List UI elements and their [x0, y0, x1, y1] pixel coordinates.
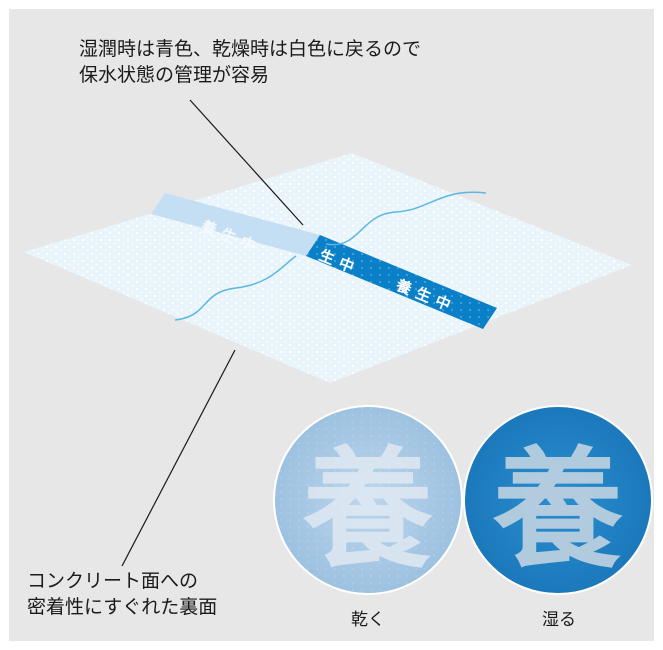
fold-line-left [174, 255, 297, 321]
bottom-caption: コンクリート面への 密着性にすぐれた裏面 [27, 568, 217, 620]
dry-state-label: 乾く [351, 610, 385, 630]
band-dry-segment [151, 193, 320, 256]
sheet-texture [24, 153, 632, 383]
fold-line-right [325, 191, 487, 246]
wet-state-label: 湿る [542, 610, 576, 630]
bottom-caption-line-2: 密着性にすぐれた裏面 [27, 596, 218, 618]
top-caption-line-1: 湿潤時は青色、乾燥時は白色に戻るので [79, 38, 422, 60]
top-caption: 湿潤時は青色、乾燥時は白色に戻るので 保水状態の管理が容易 [79, 36, 421, 88]
leader-line-top [189, 99, 304, 226]
bottom-caption-line-1: コンクリート面への [27, 570, 199, 592]
leader-line-bottom [121, 349, 236, 567]
dry-state-sample: 養 [273, 405, 463, 595]
wet-state-glyph: 養 [492, 433, 623, 586]
dry-state-glyph: 養 [302, 433, 433, 586]
top-caption-line-2: 保水状態の管理が容易 [79, 64, 270, 86]
wet-state-sample: 養 [463, 405, 653, 595]
